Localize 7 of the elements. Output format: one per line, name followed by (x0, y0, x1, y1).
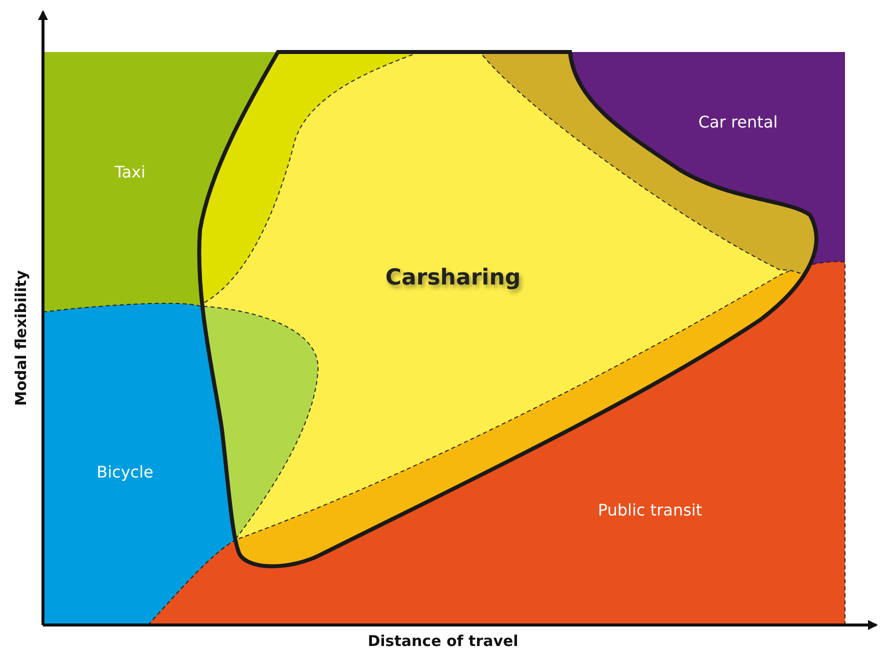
region-label: Carsharing (385, 266, 521, 290)
region-label: Bicycle (96, 462, 154, 482)
axis-label: Distance of travel (368, 632, 518, 650)
region-label: Car rental (698, 112, 778, 132)
region-label: Taxi (114, 162, 146, 182)
axis-label: Modal flexibility (12, 270, 30, 406)
region-label: Public transit (598, 500, 702, 520)
